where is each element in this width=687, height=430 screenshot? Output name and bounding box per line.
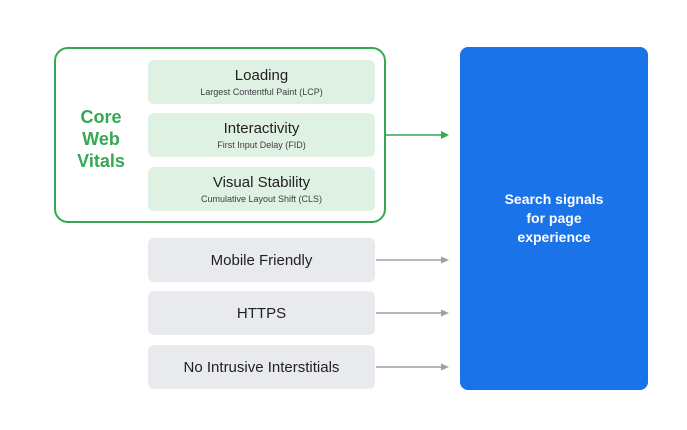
core-web-vitals-label-line2: Web bbox=[82, 129, 120, 149]
https-arrow-head bbox=[441, 309, 449, 317]
metric-loading-subtitle: Largest Contentful Paint (LCP) bbox=[200, 86, 323, 97]
metric-loading-title: Loading bbox=[234, 66, 289, 84]
metric-interactivity-subtitle: First Input Delay (FID) bbox=[217, 139, 306, 150]
https-label: HTTPS bbox=[236, 304, 287, 322]
core-web-vitals-group bbox=[54, 47, 386, 223]
mobile-friendly-box: Mobile Friendly bbox=[148, 238, 375, 282]
metric-interactivity-title: Interactivity bbox=[223, 119, 300, 137]
search-signals-line2: for page bbox=[526, 210, 582, 226]
metric-visual-stability-subtitle: Cumulative Layout Shift (CLS) bbox=[200, 193, 323, 204]
cwv-arrow-head bbox=[441, 131, 449, 139]
core-web-vitals-label-line3: Vitals bbox=[77, 151, 125, 171]
mobile-friendly-label: Mobile Friendly bbox=[210, 251, 313, 269]
metric-loading-box: Loading Largest Contentful Paint (LCP) bbox=[148, 60, 375, 104]
https-box: HTTPS bbox=[148, 291, 375, 335]
mobile-arrow-head bbox=[441, 256, 449, 264]
metric-visual-stability-box: Visual Stability Cumulative Layout Shift… bbox=[148, 167, 375, 211]
no-intrusive-interstitials-label: No Intrusive Interstitials bbox=[183, 358, 340, 376]
metric-interactivity-box: Interactivity First Input Delay (FID) bbox=[148, 113, 375, 157]
interstitials-arrow-head bbox=[441, 363, 449, 371]
search-signals-box: Search signals for page experience bbox=[460, 47, 648, 390]
core-web-vitals-label: Core Web Vitals bbox=[57, 106, 145, 172]
metric-visual-stability-title: Visual Stability bbox=[212, 173, 311, 191]
core-web-vitals-label-line1: Core bbox=[80, 107, 122, 127]
search-signals-text: Search signals for page experience bbox=[494, 190, 614, 247]
no-intrusive-interstitials-box: No Intrusive Interstitials bbox=[148, 345, 375, 389]
search-signals-line3: experience bbox=[517, 229, 591, 245]
search-signals-line1: Search signals bbox=[504, 191, 604, 207]
